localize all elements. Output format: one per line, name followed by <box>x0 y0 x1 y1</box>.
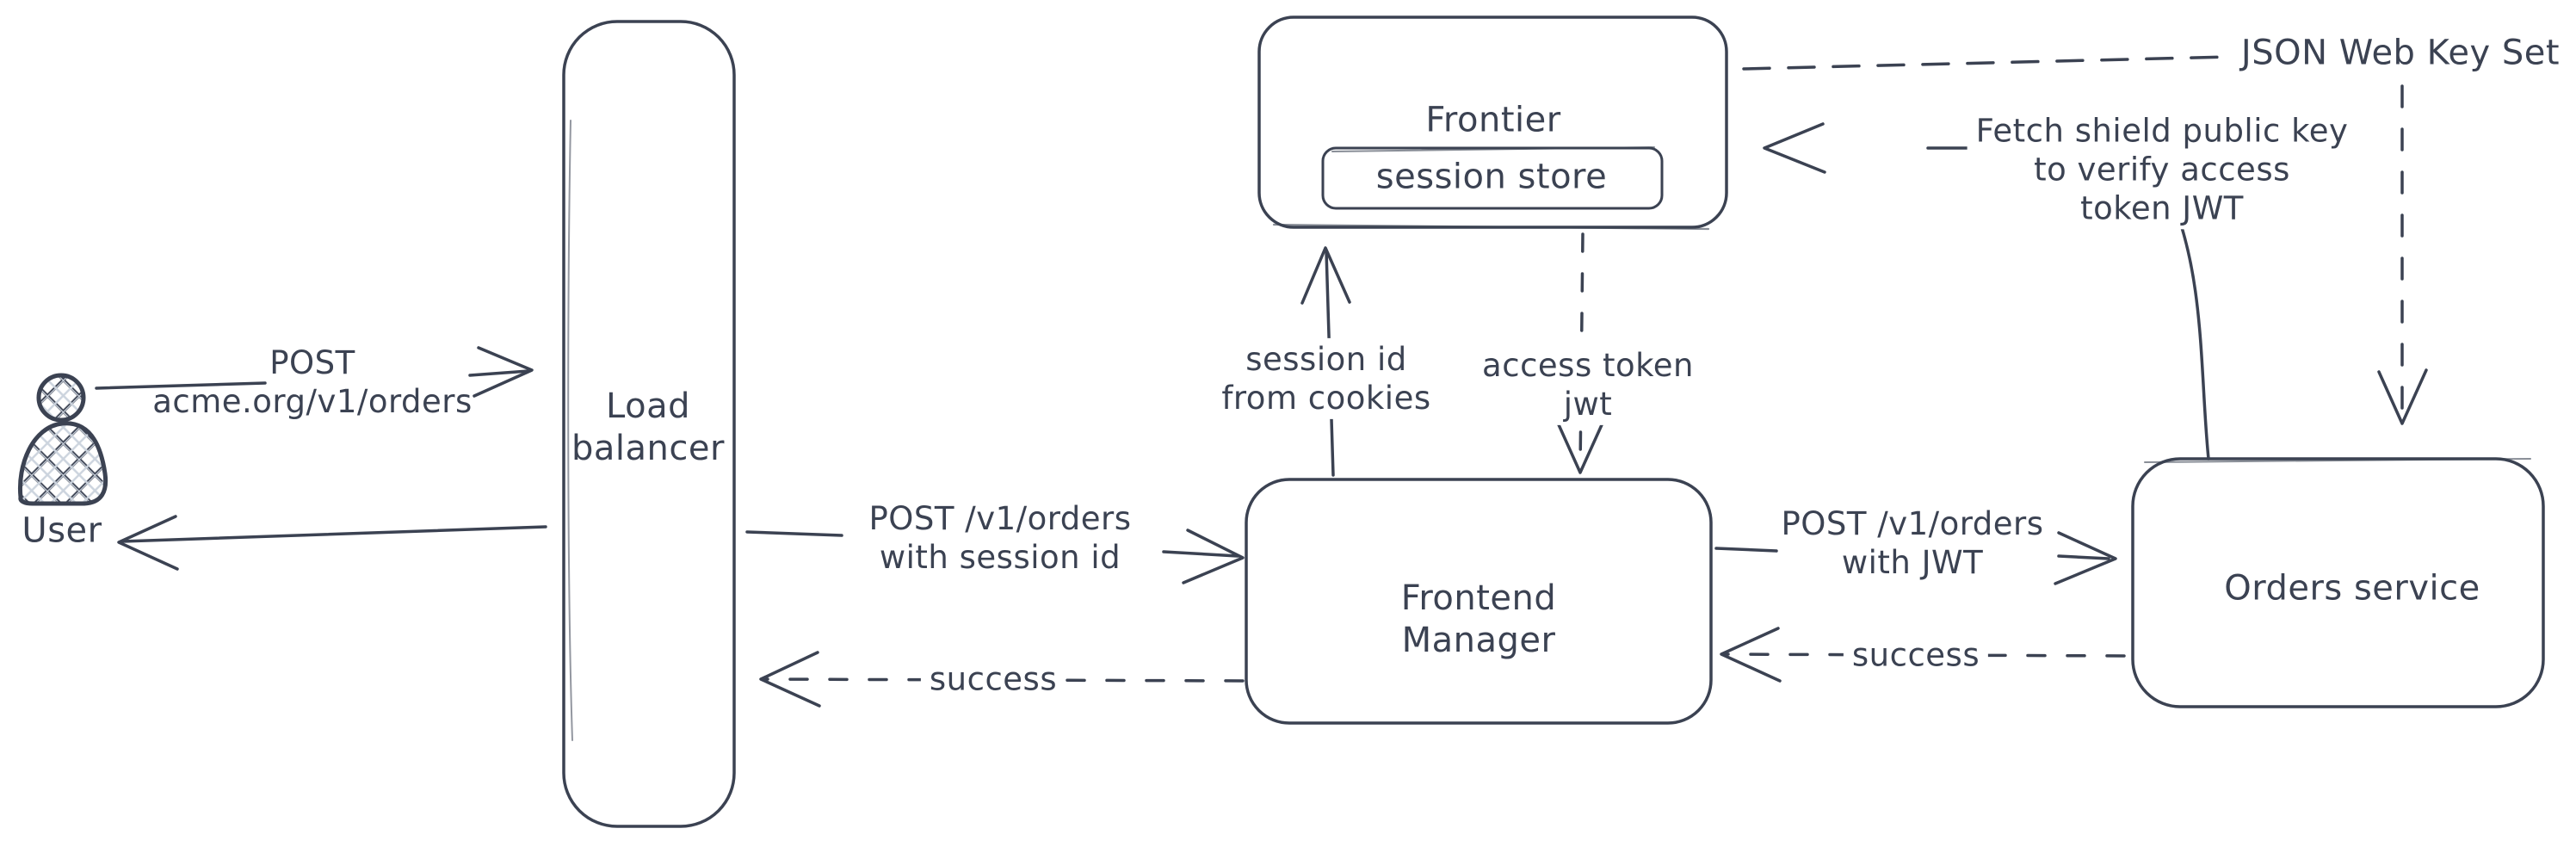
edge-label-load-balancer-to-frontend-manager: POST /v1/orders with session id <box>868 499 1131 577</box>
edge-label-success-orders-service-to-frontend-manager: success <box>1843 634 1989 677</box>
edge-label-line: with JWT <box>1841 544 1984 581</box>
orders-service-box-sketch-line <box>2144 458 2531 463</box>
edge-label-line: with session id <box>879 539 1121 576</box>
edge-label-frontend-manager-to-orders-service: POST /v1/orders with JWT <box>1781 504 2043 582</box>
edge-label-session-id-from-cookies: session id from cookies <box>1213 337 1440 420</box>
session-store-box-sketch-line <box>1331 146 1655 152</box>
edge-label-line: from cookies <box>1221 380 1431 417</box>
session-store-box <box>1321 146 1664 210</box>
frontend-manager-label-line: Frontend <box>1400 578 1557 619</box>
load-balancer-box-sketch-line <box>567 120 573 741</box>
edge-label-line: token JWT <box>2080 189 2244 227</box>
arrow-load-balancer-to-user <box>117 515 547 571</box>
edge-label-user-to-load-balancer: POST acme.org/v1/orders <box>152 343 473 421</box>
user-icon <box>17 373 108 506</box>
edge-label-line: session id <box>1245 340 1407 378</box>
orders-service-box <box>2131 457 2545 708</box>
arrow-user-to-load-balancer <box>95 346 534 398</box>
load-balancer-label-line: balancer <box>571 429 725 468</box>
frontend-manager-box <box>1245 478 1713 725</box>
arrow-jwks-to-orders-service <box>2377 84 2428 425</box>
edge-label-fetch-shield-public-key: Fetch shield public key to verify access… <box>1967 109 2357 230</box>
edge-label-line: Fetch shield public key <box>1975 112 2349 150</box>
edge-label-access-token-jwt: access token jwt <box>1473 343 1702 426</box>
frontend-manager-label: Frontend Manager <box>1401 578 1557 662</box>
orders-service-label: Orders service <box>2224 568 2480 609</box>
frontier-box-sketch-line <box>1272 223 1710 231</box>
edge-label-line: acme.org/v1/orders <box>152 383 473 420</box>
edge-label-line: POST /v1/orders <box>1781 504 2044 542</box>
arrow-load-balancer-to-frontend-manager <box>745 529 1245 584</box>
edge-label-line: POST <box>269 343 355 381</box>
load-balancer-label-line: Load <box>606 386 690 427</box>
edge-label-line: to verify access <box>2034 151 2290 189</box>
frontend-manager-label-line: Manager <box>1401 621 1556 660</box>
edge-label-line: POST /v1/orders <box>868 499 1132 537</box>
frontier-label: Frontier <box>1425 100 1561 140</box>
session-store-label: session store <box>1375 157 1608 197</box>
user-label: User <box>22 510 102 551</box>
json-web-key-set-label: JSON Web Key Set <box>2240 33 2561 73</box>
edge-label-line: access token <box>1482 346 1694 384</box>
load-balancer-box <box>562 20 736 828</box>
arrow-frontend-manager-to-orders-service <box>1714 531 2117 585</box>
load-balancer-label: Load balancer <box>571 386 725 470</box>
dashed-line-frontier-to-jwks <box>1742 55 2233 71</box>
edge-label-success-frontend-manager-to-load-balancer: success <box>920 658 1066 701</box>
edge-label-line: jwt <box>1563 386 1613 423</box>
